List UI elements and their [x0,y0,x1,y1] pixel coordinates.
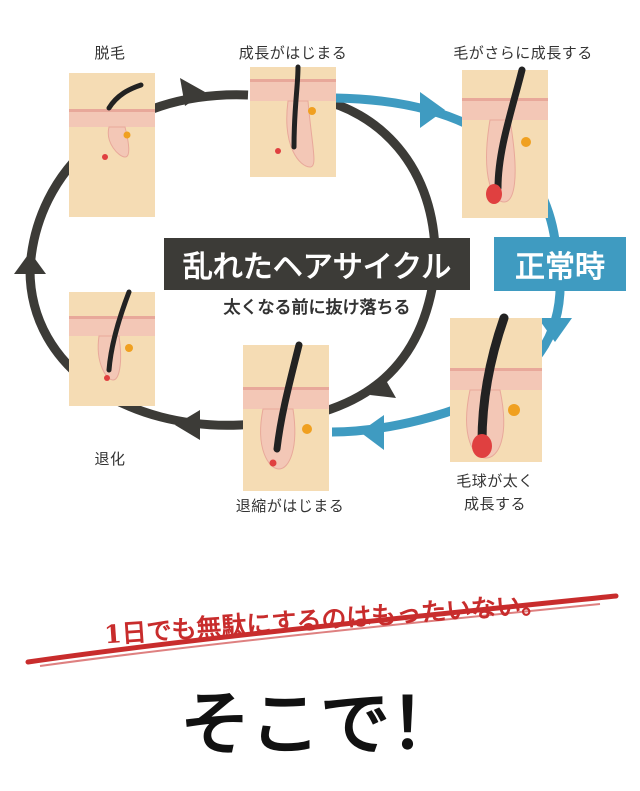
label-bulb-grows-2: 成長する [463,495,526,513]
label-shedding: 脱毛 [94,44,126,62]
label-bulb-grows-1: 毛球が太く [456,472,534,490]
label-regression-start: 退縮がはじまる [235,497,345,515]
arrow-blue-bottom [360,415,384,450]
arrow-dark-top [180,78,205,106]
skin-panel-growth-start [250,64,336,177]
skin-panel-shedding [69,73,155,217]
arrow-dark-left [14,252,46,274]
arrow-blue-top [420,92,445,128]
arrow-blue-right [538,318,572,342]
disrupted-cycle-badge: 乱れたヘアサイクル [164,238,470,290]
skin-panel-regression-start [243,341,329,491]
skin-panel-bulb-grows [450,313,542,462]
closing-text: そこで！ [180,682,460,765]
skin-panel-regression [69,289,155,406]
disrupted-cycle-subtitle: 太くなる前に抜け落ちる [223,298,411,318]
label-hair-grows: 毛がさらに成長する [453,44,593,62]
arrow-dark-right [370,375,396,398]
label-growth-start: 成長がはじまる [238,44,348,62]
arrow-dark-bottom [175,410,200,440]
normal-cycle-badge: 正常時 [494,237,626,291]
disrupted-cycle-loop [25,90,440,430]
label-regression: 退化 [94,450,126,468]
skin-panel-hair-grows [462,66,548,218]
brush-stroke [25,593,619,665]
